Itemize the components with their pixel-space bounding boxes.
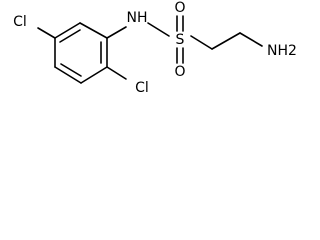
- oxygen-bottom-label: O: [174, 64, 185, 80]
- ring-double-bond-3: [60, 63, 82, 77]
- bond-nh-s: [147, 22, 170, 37]
- ring-double-bond-1: [59, 29, 81, 43]
- bond-ring-nh: [106, 26, 127, 39]
- bond-s-ch2: [190, 35, 213, 50]
- chemical-structure: Cl NH S O O NH2 Cl: [13, 0, 297, 96]
- amine-label: NH2: [267, 43, 297, 59]
- substituent-bonds: [37, 22, 263, 80]
- chlorine-top-label: Cl: [13, 14, 27, 30]
- bond-ring-cl-top: [37, 27, 56, 39]
- sulfonyl-bonds: [176, 15, 184, 64]
- ring-bond-2: [79, 22, 108, 39]
- sulfur-label: S: [176, 32, 185, 48]
- benzene-ring: [54, 22, 108, 84]
- bond-ch2-nh2: [239, 32, 263, 47]
- bond-ch2-ch2: [211, 32, 241, 50]
- ring-bond-1: [54, 22, 81, 39]
- chlorine-bottom-label: Cl: [135, 80, 149, 96]
- oxygen-top-label: O: [174, 0, 185, 16]
- nh-label: NH: [127, 10, 148, 26]
- ring-bond-4: [80, 66, 108, 84]
- ring-bond-5: [54, 66, 82, 84]
- bond-ring-cl-bottom: [106, 66, 127, 80]
